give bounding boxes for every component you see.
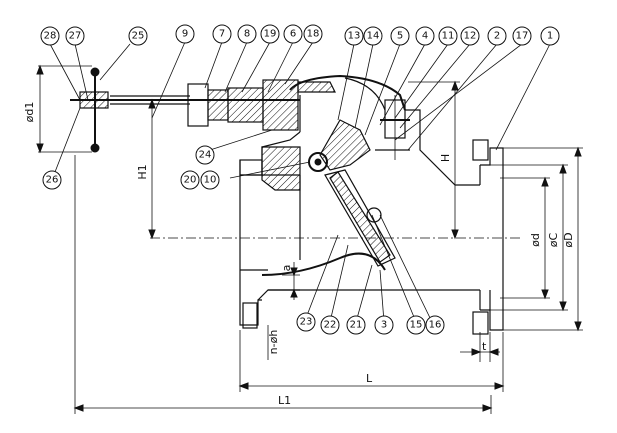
dimension-labels: ød1 H1 H ød øC øD a n-øh t L L1 <box>23 102 575 407</box>
balloon-21: 21 <box>346 315 366 335</box>
dimension-lines <box>36 64 583 414</box>
svg-text:22: 22 <box>324 320 337 331</box>
balloon-28: 28 <box>40 26 60 46</box>
balloon-18: 18 <box>303 24 323 44</box>
stem-assembly <box>70 67 410 160</box>
balloon-12: 12 <box>460 26 480 46</box>
dim-H: H <box>439 154 452 162</box>
dim-L: L <box>366 372 373 385</box>
balloon-22: 22 <box>320 315 340 335</box>
dim-a: a <box>280 265 293 272</box>
balloon-17: 17 <box>512 26 532 46</box>
svg-text:17: 17 <box>516 31 529 42</box>
dim-D: øD <box>562 232 575 247</box>
dim-nh: n-øh <box>267 330 280 355</box>
svg-text:11: 11 <box>442 31 455 42</box>
svg-text:26: 26 <box>46 175 59 186</box>
valve-disc <box>324 169 396 267</box>
hinge-block <box>261 119 371 191</box>
balloon-11: 11 <box>438 26 458 46</box>
svg-text:23: 23 <box>300 317 313 328</box>
svg-text:21: 21 <box>350 320 363 331</box>
balloon-27: 27 <box>65 26 85 46</box>
svg-text:4: 4 <box>422 31 428 42</box>
svg-text:7: 7 <box>219 29 225 40</box>
svg-text:5: 5 <box>397 31 403 42</box>
balloon-1: 1 <box>540 26 560 46</box>
balloon-6: 6 <box>283 24 303 44</box>
svg-text:10: 10 <box>204 175 217 186</box>
leader-lines <box>49 41 551 323</box>
balloon-15: 15 <box>406 315 426 335</box>
svg-text:2: 2 <box>494 31 500 42</box>
svg-text:16: 16 <box>429 320 442 331</box>
svg-text:12: 12 <box>464 31 477 42</box>
svg-text:19: 19 <box>264 29 277 40</box>
svg-text:14: 14 <box>367 31 380 42</box>
svg-text:8: 8 <box>244 29 250 40</box>
balloon-8: 8 <box>237 24 257 44</box>
svg-text:25: 25 <box>132 31 145 42</box>
svg-text:28: 28 <box>44 31 57 42</box>
balloon-24: 24 <box>195 145 215 165</box>
balloon-25: 25 <box>128 26 148 46</box>
balloon-3: 3 <box>374 315 394 335</box>
svg-text:3: 3 <box>381 320 387 331</box>
svg-text:24: 24 <box>199 150 212 161</box>
dim-C: øC <box>547 232 560 247</box>
balloon-26: 26 <box>42 170 62 190</box>
balloon-13: 13 <box>344 26 364 46</box>
svg-text:6: 6 <box>290 29 296 40</box>
svg-text:20: 20 <box>184 175 197 186</box>
svg-text:27: 27 <box>69 31 82 42</box>
balloon-20: 20 <box>180 170 200 190</box>
balloon-10: 10 <box>200 170 220 190</box>
dim-d1: ød1 <box>23 102 36 123</box>
dim-t: t <box>482 340 487 353</box>
dim-L1: L1 <box>278 394 291 407</box>
svg-text:1: 1 <box>547 31 553 42</box>
balloon-2: 2 <box>487 26 507 46</box>
balloon-7: 7 <box>212 24 232 44</box>
balloon-9: 9 <box>175 24 195 44</box>
balloon-4: 4 <box>415 26 435 46</box>
balloon-14: 14 <box>363 26 383 46</box>
svg-text:9: 9 <box>182 29 188 40</box>
balloon-19: 19 <box>260 24 280 44</box>
dim-d: ød <box>529 233 542 247</box>
svg-text:13: 13 <box>348 31 361 42</box>
balloon-5: 5 <box>390 26 410 46</box>
svg-text:18: 18 <box>307 29 320 40</box>
balloon-23: 23 <box>296 312 316 332</box>
svg-text:15: 15 <box>410 320 423 331</box>
balloon-16: 16 <box>425 315 445 335</box>
dim-H1: H1 <box>136 164 149 179</box>
